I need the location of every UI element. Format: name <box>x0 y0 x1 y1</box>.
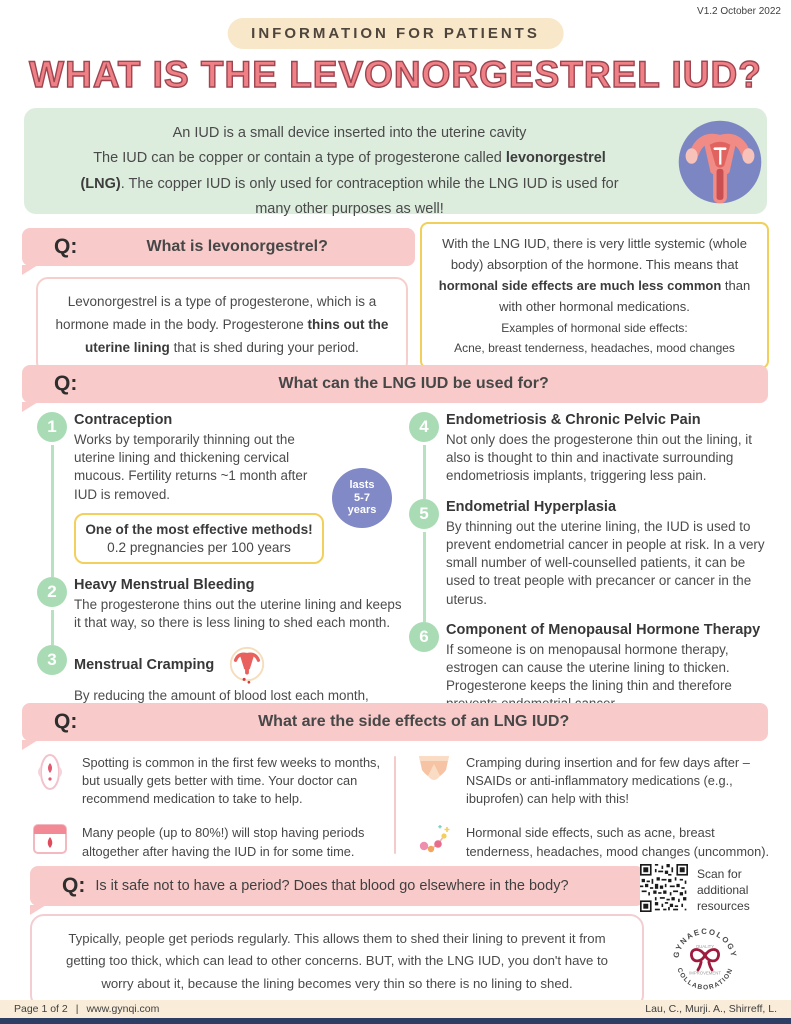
hormone-note-text: With the LNG IUD, there is very little s… <box>438 236 751 315</box>
eyebrow-pill: INFORMATION FOR PATIENTS <box>227 18 564 49</box>
uses-column-right: 4 Endometriosis & Chronic Pelvic Pain No… <box>402 412 777 727</box>
question-text: What can the LNG IUD be used for? <box>278 375 549 392</box>
pelvis-icon <box>414 752 454 788</box>
qr-label: Scan for additional resources <box>697 867 750 914</box>
website-url: www.gynqi.com <box>86 1003 160 1015</box>
footer-separator: | <box>75 1003 79 1015</box>
version-label: V1.2 October 2022 <box>697 6 781 17</box>
side-effect-cramping: Cramping during insertion and for few da… <box>414 752 774 808</box>
question-banner-3: Q: What are the side effects of an LNG I… <box>22 703 768 750</box>
side-effect-text: Hormonal side effects, such as acne, bre… <box>466 825 770 859</box>
number-circle: 3 <box>37 645 67 676</box>
examples-text: Acne, breast tenderness, headaches, mood… <box>454 340 735 355</box>
pad-icon <box>30 752 70 792</box>
use-desc: By thinning out the uterine lining, the … <box>446 518 765 607</box>
side-effect-no-periods: Many people (up to 80%!) will stop havin… <box>30 822 390 860</box>
bottom-accent-strip <box>0 1018 791 1024</box>
intro-line2: The IUD can be copper or contain a type … <box>80 150 619 218</box>
answer-box-4: Typically, people get periods regularly.… <box>30 914 644 1010</box>
q-mark: Q: <box>62 874 86 897</box>
question-banner-2: Q: What can the LNG IUD be used for? <box>22 365 768 412</box>
use-item-hyperplasia: 5 Endometrial Hyperplasia By thinning ou… <box>402 498 777 622</box>
q-mark: Q: <box>54 235 78 258</box>
qr-block: Scan for additional resources <box>640 864 780 915</box>
uses-column-left: 1 Contraception Works by temporarily thi… <box>30 412 402 737</box>
q-mark: Q: <box>54 372 78 395</box>
use-desc: The progesterone thins out the uterine l… <box>74 596 402 631</box>
examples-label: Examples of hormonal side effects: <box>501 321 688 336</box>
side-effect-spotting: Spotting is common in the first few week… <box>30 752 390 808</box>
use-title: Endometrial Hyperplasia <box>446 498 617 515</box>
calendar-icon <box>30 822 70 855</box>
side-effect-text: Many people (up to 80%!) will stop havin… <box>82 825 365 859</box>
intro-box: An IUD is a small device inserted into t… <box>24 108 767 217</box>
logo-uterus-glyph <box>690 948 720 972</box>
hormone-note-box: With the LNG IUD, there is very little s… <box>420 222 769 370</box>
use-item-mht: 6 Component of Menopausal Hormone Therap… <box>402 621 777 727</box>
number-circle: 6 <box>409 621 439 652</box>
use-title: Contraception <box>74 412 173 428</box>
side-effect-hormonal: Hormonal side effects, such as acne, bre… <box>414 822 774 860</box>
qr-code <box>640 864 688 912</box>
intro-line1: An IUD is a small device inserted into t… <box>172 125 527 141</box>
side-effect-text: Cramping during insertion and for few da… <box>466 755 750 807</box>
question-text: What are the side effects of an LNG IUD? <box>258 713 570 730</box>
effectiveness-box: One of the most effective methods! 0.2 p… <box>74 512 324 564</box>
number-circle: 5 <box>409 498 439 529</box>
side-effect-text: Spotting is common in the first few week… <box>82 755 381 807</box>
use-title: Menstrual Cramping <box>74 656 215 673</box>
effectiveness-title: One of the most effective methods! <box>85 521 313 537</box>
use-item-endometriosis: 4 Endometriosis & Chronic Pelvic Pain No… <box>402 412 777 499</box>
number-circle: 4 <box>409 412 439 442</box>
question-text: What is levonorgestrel? <box>146 238 328 255</box>
side-effects-grid: Spotting is common in the first few week… <box>30 752 775 861</box>
footer: Page 1 of 2 | www.gynqi.com Lau, C., Mur… <box>0 1000 791 1018</box>
gynaecology-collaboration-logo: GYNAECOLOGY COLLABORATION QUALITY IMPROV… <box>671 927 736 992</box>
number-circle: 1 <box>37 412 67 442</box>
page-title: WHAT IS THE LEVONORGESTREL IUD? <box>28 53 762 95</box>
hormone-icon <box>414 822 454 856</box>
number-circle: 2 <box>37 576 67 607</box>
use-title: Endometriosis & Chronic Pelvic Pain <box>446 412 701 428</box>
question-text: Is it safe not to have a period? Does th… <box>95 878 569 894</box>
authors: Lau, C., Murji. A., Shirreff, L. <box>645 1003 777 1015</box>
logo-text-improvement: IMPROVEMENT <box>689 971 721 976</box>
use-title: Heavy Menstrual Bleeding <box>74 576 255 593</box>
use-desc: Works by temporarily thinning out the ut… <box>74 432 308 502</box>
use-title: Component of Menopausal Hormone Therapy <box>446 621 761 638</box>
uterus-small-icon <box>230 647 265 684</box>
answer-box-1: Levonorgestrel is a type of progesterone… <box>36 277 408 374</box>
effectiveness-stat: 0.2 pregnancies per 100 years <box>107 539 291 555</box>
question-banner-4: Q: Is it safe not to have a period? Does… <box>30 866 644 915</box>
logo-text-quality: QUALITY <box>696 944 714 949</box>
use-desc: Not only does the progesterone thin out … <box>446 432 752 484</box>
use-item-contraception: 1 Contraception Works by temporarily thi… <box>30 412 402 577</box>
question-banner-1: Q: What is levonorgestrel? <box>22 228 415 275</box>
page-number: Page 1 of 2 <box>14 1003 68 1015</box>
q-mark: Q: <box>54 710 78 733</box>
uterus-icon <box>678 120 762 204</box>
use-item-heavy-bleeding: 2 Heavy Menstrual Bleeding The progester… <box>30 576 402 645</box>
column-divider <box>394 756 396 854</box>
